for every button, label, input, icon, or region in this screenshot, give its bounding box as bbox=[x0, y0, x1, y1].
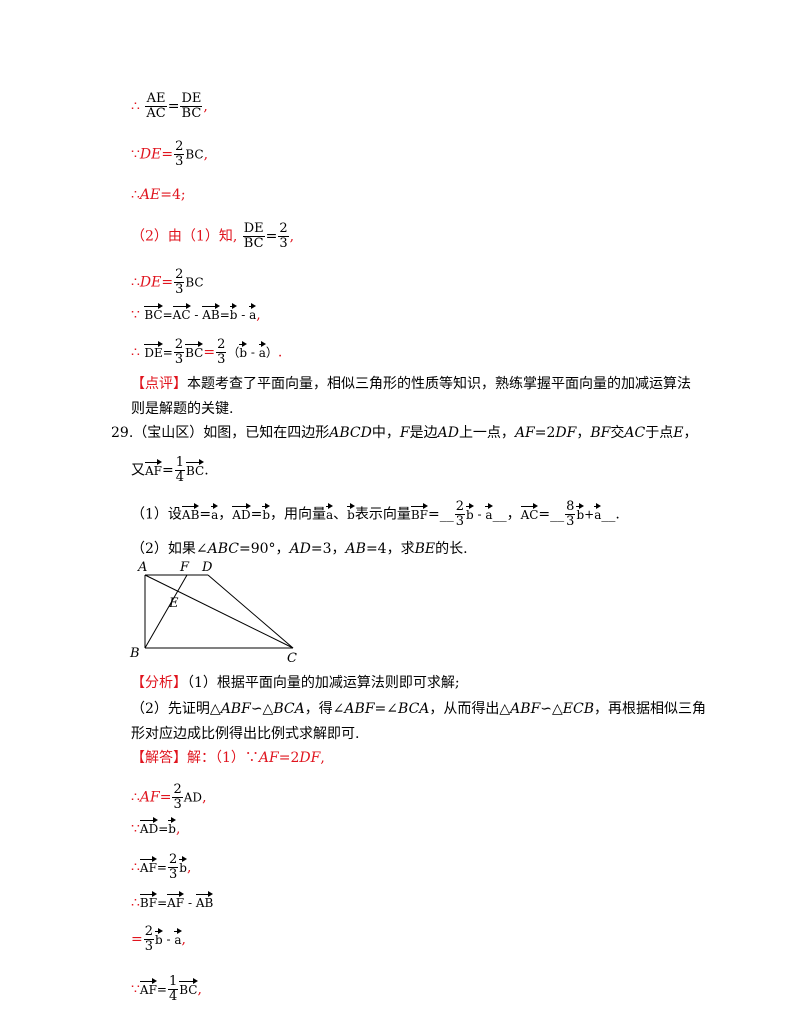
vector-b-6: b bbox=[179, 855, 187, 875]
quadrilateral-figure: A F D E B C bbox=[129, 560, 297, 665]
comment-line-2: 则是解题的关键. bbox=[131, 401, 234, 417]
answer-vector-b-2: b bbox=[576, 502, 584, 522]
vector-bc: BC bbox=[144, 303, 163, 322]
vector-de: DE bbox=[144, 340, 164, 360]
vector-a: a bbox=[249, 303, 257, 322]
answer-tag: 【解答】 bbox=[131, 750, 187, 766]
analysis-line-1: 【分析】（1）根据平面向量的加减运算法则即可求解; bbox=[131, 675, 460, 691]
vector-af-4: AF bbox=[139, 977, 157, 997]
vector-b-4: b bbox=[347, 502, 355, 522]
vector-a-4: a bbox=[326, 502, 334, 522]
answer-line-1: 【解答】解：（1）∵AF=2DF, bbox=[131, 750, 325, 766]
vector-af: AF bbox=[145, 458, 162, 478]
label-c: C bbox=[287, 651, 297, 665]
label-d: D bbox=[201, 560, 213, 575]
answer-vector-a: a bbox=[485, 502, 493, 522]
comment-line-1: 【点评】本题考查了平面向量，相似三角形的性质等知识，熟练掌握平面向量的加减运算法 bbox=[131, 376, 691, 392]
analysis-tag: 【分析】 bbox=[131, 675, 187, 691]
answer-vector-b: b bbox=[466, 502, 474, 522]
vector-b: b bbox=[229, 303, 237, 322]
vector-a-2: a bbox=[258, 340, 267, 360]
vector-bc-2: BC bbox=[185, 340, 204, 360]
vector-b-2: b bbox=[239, 340, 247, 360]
problem-29-question-2: （2）如果∠ABC=90°，AD=3，AB=4，求BE的长. bbox=[131, 541, 468, 557]
analysis-line-3: 形对应边成比例得出比例式求解即可. bbox=[131, 726, 360, 742]
answer-line-5: ∴BF=AF - AB bbox=[131, 891, 214, 912]
vector-ad-2: AD bbox=[139, 817, 159, 836]
vector-bc-3: BC bbox=[186, 458, 205, 478]
analysis-line-2: （2）先证明△ABF∽△BCA，得∠ABF=∠BCA，从而得出△ABF∽△ECB… bbox=[131, 701, 707, 717]
therefore-symbol: ∴ bbox=[131, 98, 140, 115]
vector-bf: BF bbox=[410, 502, 429, 522]
label-f: F bbox=[179, 560, 190, 575]
vector-a-5: a bbox=[174, 927, 182, 947]
vector-b-5: b bbox=[168, 817, 176, 836]
vector-ab-2: AB bbox=[181, 502, 200, 522]
vector-bc-4: BC bbox=[179, 977, 198, 997]
vector-af-3: AF bbox=[167, 891, 185, 910]
answer-vector-a-2: a bbox=[594, 502, 602, 522]
vector-af-2: AF bbox=[139, 855, 157, 875]
problem-29-statement: 29.（宝山区）如图，已知在四边形ABCD中，F是边AD上一点，AF=2DF，B… bbox=[111, 425, 698, 441]
vector-ac: AC bbox=[172, 303, 191, 322]
vector-b-3: b bbox=[262, 502, 270, 522]
vector-a-3: a bbox=[211, 502, 219, 522]
step-ae-result: ∴AE=4; bbox=[131, 187, 186, 203]
vector-bf-2: BF bbox=[139, 891, 158, 910]
segment-ac bbox=[144, 574, 294, 649]
segment-bf bbox=[144, 574, 188, 649]
label-b: B bbox=[129, 646, 140, 661]
segment-dc bbox=[207, 574, 294, 649]
vector-b-7: b bbox=[155, 927, 163, 947]
vector-ac-2: AC bbox=[520, 502, 538, 522]
problem-number: 29. bbox=[111, 425, 134, 441]
label-a: A bbox=[137, 560, 147, 575]
label-e: E bbox=[168, 596, 179, 611]
comment-tag: 【点评】 bbox=[131, 376, 187, 392]
vector-ab-3: AB bbox=[195, 891, 214, 910]
step-bc-vector: ∵ BC=AC - AB=b - a, bbox=[131, 303, 261, 324]
answer-line-3: ∵AD=b, bbox=[131, 817, 180, 838]
vector-ab: AB bbox=[202, 303, 221, 322]
vector-ad: AD bbox=[232, 502, 251, 522]
